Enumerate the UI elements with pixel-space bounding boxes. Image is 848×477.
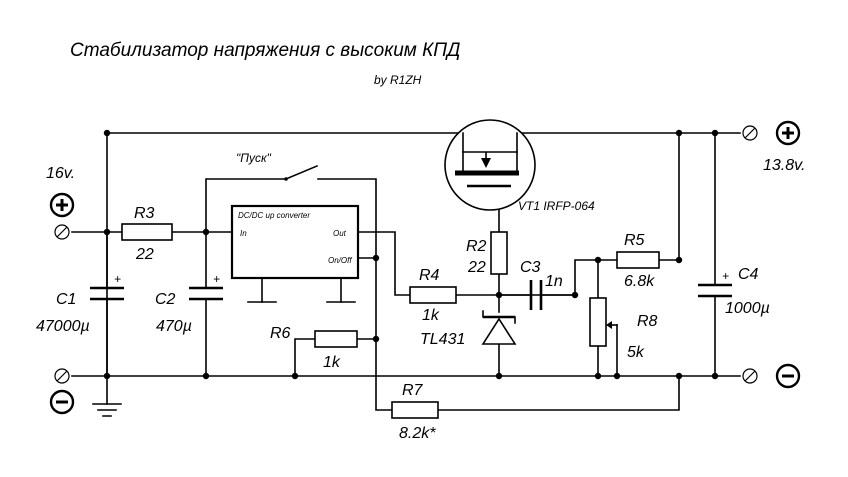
c2-polarity: +: [213, 272, 220, 286]
c3-value: 1n: [545, 273, 563, 290]
output-minus-terminal: [742, 368, 758, 384]
r4-name: R4: [419, 267, 440, 284]
diagram-title: Стабилизатор напряжения с высоким КПД: [70, 40, 460, 61]
c3-name: C3: [520, 259, 541, 276]
converter-pin-in: In: [240, 229, 247, 238]
dc-dc-converter: [230, 204, 360, 280]
c2-name: C2: [155, 291, 176, 308]
c1-name: C1: [56, 291, 76, 308]
c4-polarity: +: [722, 269, 729, 283]
start-switch: [284, 164, 319, 181]
diagram-author: by R1ZH: [374, 73, 422, 87]
r8-value: 5k: [627, 344, 645, 361]
r4-value: 1k: [422, 307, 440, 324]
input-minus-symbol: [49, 389, 75, 415]
resistor-r4: [409, 286, 457, 304]
tl431-label: TL431: [420, 331, 465, 348]
resistor-r6: [314, 330, 358, 348]
c1-value: 47000µ: [36, 318, 90, 335]
tl431-regulator: [481, 310, 517, 345]
c1-polarity: +: [114, 272, 121, 286]
resistor-r3: [121, 223, 173, 241]
capacitor-c1: +: [90, 272, 124, 301]
converter-pin-out: Out: [333, 229, 347, 238]
input-plus-symbol: [49, 192, 75, 218]
capacitor-c4: +: [698, 269, 732, 298]
output-voltage-label: 13.8v.: [763, 157, 805, 174]
r7-value: 8.2k*: [399, 425, 436, 442]
c4-value: 1000µ: [725, 300, 770, 317]
c2-value: 470µ: [156, 318, 192, 335]
ground-symbol-main: [92, 403, 122, 417]
capacitor-c3: [529, 280, 543, 310]
r8-name: R8: [637, 313, 658, 330]
r3-name: R3: [134, 205, 155, 222]
start-switch-label: "Пуск": [236, 151, 272, 165]
converter-name: DC/DC up converter: [238, 211, 310, 220]
input-plus-terminal: [54, 224, 70, 240]
converter-pin-onoff: On/Off: [328, 256, 352, 265]
transistor-label: VT1 IRFP-064: [518, 199, 595, 213]
output-plus-symbol: [775, 120, 801, 146]
wires: [71, 132, 741, 411]
junction-dots: [103, 129, 719, 380]
r3-value: 22: [135, 246, 154, 263]
output-minus-symbol: [775, 363, 801, 389]
output-plus-terminal: [742, 125, 758, 141]
r6-name: R6: [270, 325, 291, 342]
r5-name: R5: [624, 232, 645, 249]
resistor-r5: [616, 251, 660, 269]
mosfet-vt1: [444, 119, 536, 211]
resistor-r7: [391, 401, 439, 419]
c4-name: C4: [738, 266, 759, 283]
input-minus-terminal: [54, 368, 70, 384]
r7-name: R7: [402, 382, 424, 399]
input-voltage-label: 16v.: [46, 165, 75, 182]
r2-name: R2: [466, 238, 487, 255]
capacitor-c2: +: [189, 272, 223, 301]
potentiometer-r8: [589, 297, 618, 347]
resistor-r2: [490, 231, 508, 275]
r6-value: 1k: [323, 354, 341, 371]
r2-value: 22: [467, 259, 486, 276]
r5-value: 6.8k: [624, 273, 655, 290]
